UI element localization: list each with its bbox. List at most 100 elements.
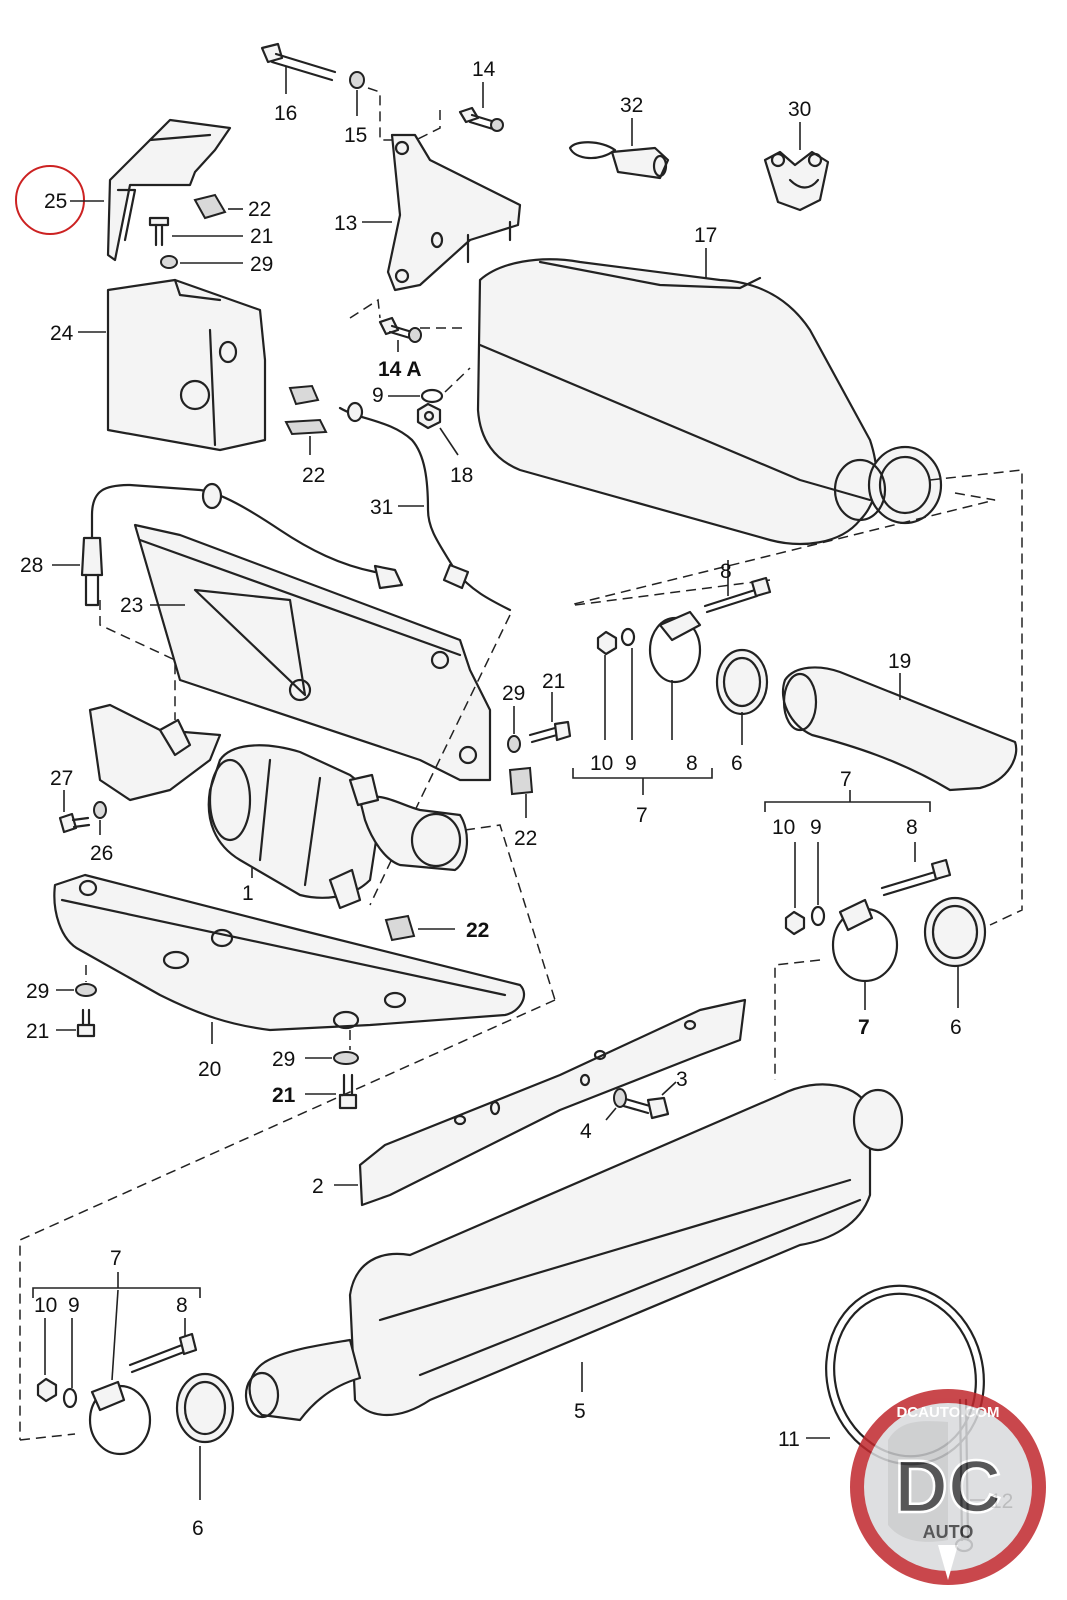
part-8-bolt-d: [128, 1332, 198, 1374]
callout-9-d: 9: [68, 1294, 80, 1317]
callout-7-a: 7: [636, 804, 648, 827]
callout-9-b: 9: [625, 752, 637, 775]
callout-19: 19: [888, 650, 911, 673]
callout-10-c: 10: [34, 1294, 57, 1317]
part-28-oxygen-sensor: [80, 482, 404, 607]
callout-23: 23: [120, 594, 143, 617]
part-10-nut-b: [784, 910, 806, 936]
callout-22-d: 22: [466, 919, 489, 942]
part-21-bolt-lower-left: [76, 1008, 96, 1038]
callout-8-b: 8: [686, 752, 698, 775]
part-30-clamp: [763, 150, 830, 212]
logo-mark-text: DC: [895, 1445, 1002, 1528]
part-1-catalytic-converter: [88, 703, 469, 910]
part-26-washer: [93, 801, 107, 819]
callout-29-b: 29: [502, 682, 525, 705]
callout-14: 14: [472, 58, 496, 81]
callout-28: 28: [20, 554, 43, 577]
callout-27: 27: [50, 767, 73, 790]
part-10-nut-c: [36, 1377, 58, 1403]
callout-11: 11: [778, 1428, 800, 1451]
part-23-heat-shield: [133, 523, 492, 782]
dcauto-logo: DCAUTO.COM DC AUTO: [850, 1389, 1046, 1585]
callout-3: 3: [676, 1068, 688, 1091]
callout-10-a: 10: [590, 752, 613, 775]
part-29-washer-lower-left: [75, 983, 97, 997]
callout-21-a: 21: [250, 225, 273, 248]
part-29-washer-upper: [160, 255, 178, 269]
part-19-tailpipe: [781, 666, 1018, 792]
part-5-main-muffler: [244, 1083, 904, 1422]
callout-7-c: 7: [858, 1016, 870, 1039]
part-16-bolt: [260, 42, 337, 82]
logo-url-text: DCAUTO.COM: [896, 1404, 999, 1421]
part-6-ring-b: [923, 896, 987, 968]
callout-6-c: 6: [192, 1517, 204, 1540]
part-10-nut-a: [596, 630, 618, 656]
part-9-washer-d: [62, 1387, 78, 1409]
part-22-clip-lower: [384, 914, 416, 942]
callout-29-c: 29: [26, 980, 49, 1003]
part-32-connector: [568, 141, 670, 180]
callout-21-d: 21: [272, 1084, 296, 1107]
part-6-ring-a: [715, 648, 769, 716]
part-17-silencer: [476, 258, 943, 545]
logo-sub-text: AUTO: [923, 1522, 974, 1542]
part-29-washer-mid: [507, 735, 521, 753]
part-18-nut: [416, 402, 442, 430]
part-2-bracket: [358, 998, 747, 1207]
callout-16: 16: [274, 102, 297, 125]
part-21-bolt-upper: [148, 216, 170, 247]
part-29-washer-lower-mid: [333, 1051, 359, 1065]
callout-6-a: 6: [731, 752, 743, 775]
callout-32: 32: [620, 94, 643, 117]
part-24-heat-shield: [106, 278, 267, 452]
callout-21-c: 21: [26, 1020, 49, 1043]
callout-30: 30: [788, 98, 811, 121]
callout-2: 2: [312, 1175, 324, 1198]
callout-29-a: 29: [250, 253, 273, 276]
callout-22-b: 22: [302, 464, 325, 487]
callout-25: 25: [44, 190, 67, 213]
callout-14a: 14 A: [378, 358, 422, 381]
callout-7-d: 7: [110, 1247, 122, 1270]
part-14a-bolt: [378, 316, 422, 343]
callout-9-a: 9: [372, 384, 384, 407]
callout-26: 26: [90, 842, 113, 865]
callout-22-c: 22: [514, 827, 537, 850]
part-14-bolt: [458, 106, 504, 132]
callout-21-b: 21: [542, 670, 565, 693]
highlight-circle: [15, 165, 85, 235]
callout-18: 18: [450, 464, 473, 487]
callout-5: 5: [574, 1400, 586, 1423]
part-21-bolt-lower-mid: [338, 1073, 358, 1110]
callout-1: 1: [242, 882, 254, 905]
callout-20: 20: [198, 1058, 221, 1081]
part-31-sensor-cable: [338, 401, 512, 612]
part-7-clamp-d: [88, 1380, 152, 1456]
part-22-clip-sensor: [284, 384, 328, 436]
callout-10-b: 10: [772, 816, 795, 839]
callout-7-b: 7: [840, 768, 852, 791]
part-6-ring-c: [175, 1372, 235, 1444]
part-9-washer-c: [810, 905, 826, 927]
part-22-clip-upper: [193, 193, 227, 220]
callout-8-a: 8: [720, 560, 732, 583]
part-13-bracket: [386, 133, 522, 292]
callout-31: 31: [370, 496, 393, 519]
part-20-heat-shield: [53, 873, 526, 1032]
callout-6-b: 6: [950, 1016, 962, 1039]
callout-24: 24: [50, 322, 74, 345]
part-7-clamp-b: [831, 898, 899, 983]
callout-15: 15: [344, 124, 367, 147]
part-15-washer: [349, 71, 365, 89]
callout-13: 13: [334, 212, 357, 235]
part-27-bolt: [58, 812, 91, 834]
callout-8-d: 8: [176, 1294, 188, 1317]
part-8-bolt-a: [703, 576, 772, 614]
part-21-bolt-mid: [528, 720, 572, 744]
callout-17: 17: [694, 224, 717, 247]
part-4-washer: [613, 1088, 627, 1108]
